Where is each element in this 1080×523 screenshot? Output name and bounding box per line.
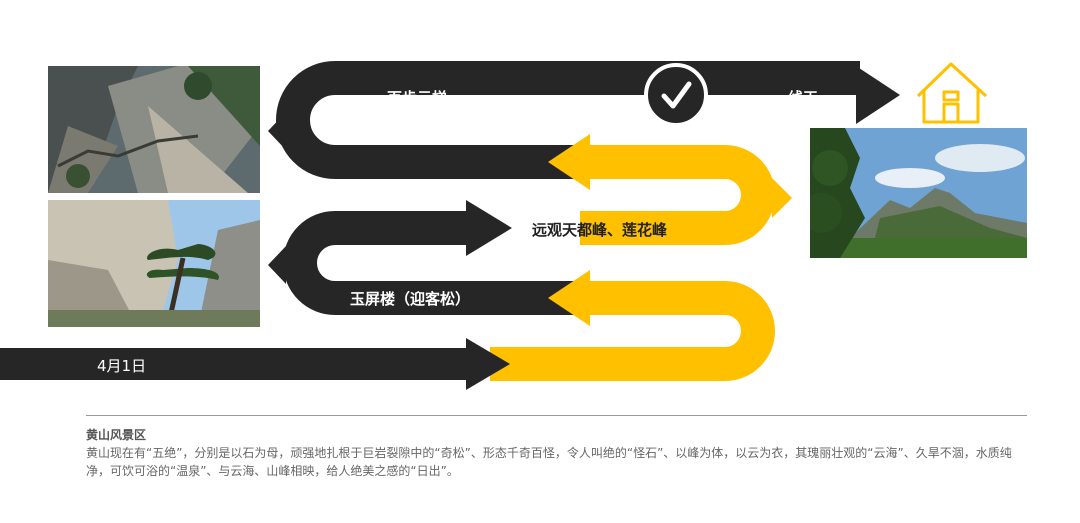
route-label-stop5: 一线天 (773, 89, 819, 107)
route-segment-dark-lower (283, 211, 590, 315)
photo-pointer-2 (268, 246, 286, 284)
photo-welcoming-pine (48, 200, 260, 327)
route-label-stop4: 百步云梯 (387, 89, 447, 107)
photo-mountain-landscape (810, 128, 1027, 258)
photo-pointer-3 (772, 178, 792, 218)
route-arrowhead-stop3 (466, 200, 512, 256)
description-title: 黄山风景区 (86, 428, 147, 442)
mountain-landscape-photo-icon (810, 128, 1027, 258)
house-icon (916, 62, 988, 124)
route-label-stop2: 玉屏楼（迎客松） (350, 290, 470, 308)
route-segment-start (0, 348, 470, 380)
route-segment-yellow-lower (490, 281, 775, 381)
pine-rock-photo-icon (48, 200, 260, 327)
description-body: 黄山现在有“五绝”，分别是以石为母，顽强地扎根于巨岩裂隙中的“奇松”、形态千奇百… (86, 446, 1012, 478)
route-arrowhead-stop2 (548, 270, 590, 326)
route-arrowhead-top (856, 66, 900, 124)
photo-pointer-1 (268, 112, 286, 150)
route-segment-dark-upper (276, 61, 860, 179)
route-segment-yellow-upper (580, 145, 775, 245)
checkmark-icon (661, 81, 692, 109)
photo-cliff-stairs (48, 66, 260, 193)
checkmark-badge (644, 63, 708, 127)
mountain-stairs-photo-icon (48, 66, 260, 193)
route-arrowhead-start (466, 338, 510, 390)
route-label-start: 4月1日 (97, 357, 146, 375)
route-label-stop3: 远观天都峰、莲花峰 (532, 221, 668, 239)
route-arrowhead-stop4 (548, 134, 590, 190)
section-divider (86, 415, 1027, 416)
route-diagram: 4月1日 玉屏楼（迎客松） 远观天都峰、莲花峰 百步云梯 一线天 (0, 61, 988, 390)
